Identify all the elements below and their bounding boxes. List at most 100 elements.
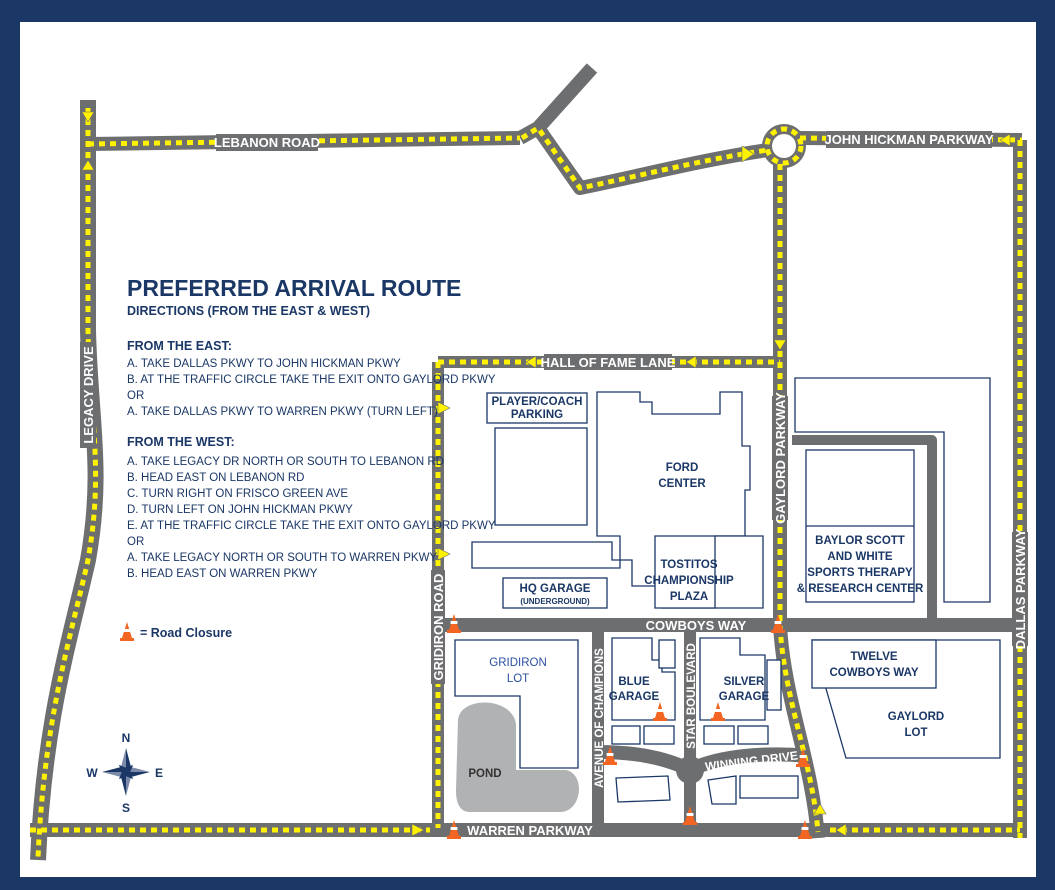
twelve-cowboys-label-1: TWELVE [850, 651, 897, 663]
small-building-3 [703, 725, 735, 745]
tostitos-label-1: TOSTITOS [660, 559, 717, 571]
gridiron-label-bg [431, 570, 445, 684]
legacy-drive-label: LEGACY DRIVE [81, 346, 96, 444]
hickman-label-bg [826, 131, 992, 148]
east-line-1: A. TAKE DALLAS PKWY TO JOHN HICKMAN PKWY [127, 358, 401, 370]
pond-shape [456, 702, 579, 812]
page-subtitle: DIRECTIONS (FROM THE EAST & WEST) [127, 304, 370, 318]
west-line-8: B. HEAD EAST ON WARREN PKWY [127, 568, 318, 580]
avenue-of-champions-label: AVENUE OF CHAMPIONS [594, 648, 606, 788]
west-line-3: C. TURN RIGHT ON FRISCO GREEN AVE [127, 488, 348, 500]
warren-parkway-label: WARREN PARKWAY [467, 823, 593, 838]
traffic-circle-island [772, 134, 796, 158]
west-heading: FROM THE WEST: [127, 435, 235, 449]
john-hickman-label: JOHN HICKMAN PARKWAY [824, 132, 993, 147]
legend-road-closure: = Road Closure [140, 626, 232, 640]
arrow-gaylord-down [773, 339, 787, 351]
west-line-7: A. TAKE LEGACY NORTH OR SOUTH TO WARREN … [127, 552, 437, 564]
arrow-legacy-up [81, 159, 95, 171]
twelve-cowboys-label-2: COWBOYS WAY [829, 667, 918, 679]
blue-garage-label-2: GARAGE [609, 691, 660, 703]
road-labels: LEBANON ROAD JOHN HICKMAN PARKWAY HALL O… [80, 131, 1028, 838]
arrow-gaylord-up [813, 803, 827, 815]
gaylord-label-bg [772, 396, 788, 520]
arrow-hickman-left [999, 133, 1011, 147]
gaylord-lot-label-1: GAYLORD [888, 711, 944, 723]
small-building-7 [739, 775, 799, 799]
star-boulevard-label: STAR BOULEVARD [686, 643, 698, 749]
compass-s: S [122, 801, 130, 815]
gridiron-lot-label-2: LOT [507, 673, 529, 685]
baylor-outer-outline [794, 377, 991, 603]
legacy-label-bg [80, 342, 96, 448]
player-parking-label-1: PLAYER/COACH [492, 396, 583, 408]
baylor-label-4: & RESEARCH CENTER [797, 583, 924, 595]
west-line-4: D. TURN LEFT ON JOHN HICKMAN PKWY [127, 504, 353, 516]
gaylord-lot-label-2: LOT [905, 727, 928, 739]
buildings [454, 377, 1001, 805]
compass-e: E [155, 766, 163, 780]
tostitos-plaza-outline [654, 535, 764, 609]
player-parking-label-2: PARKING [511, 409, 563, 421]
twelve-cowboys-box [811, 639, 937, 689]
gaylord-parkway-label: GAYLORD PARKWAY [773, 392, 788, 524]
page-title: PREFERRED ARRIVAL ROUTE [127, 275, 461, 301]
arrow-warren-right [411, 823, 425, 837]
west-line-2: B. HEAD EAST ON LEBANON RD [127, 472, 304, 484]
baylor-loop-road [792, 435, 937, 625]
hq-garage-label: HQ GARAGE [520, 583, 591, 595]
baylor-label-3: SPORTS THERAPY [807, 567, 913, 579]
hq-garage-sub-label: (UNDERGROUND) [520, 597, 590, 606]
compass-n: N [122, 731, 131, 745]
arrow-gridiron-right-2 [437, 547, 451, 561]
gridiron-road-label: GRIDIRON ROAD [431, 574, 446, 681]
tostitos-label-2: CHAMPIONSHIP [644, 575, 734, 587]
player-parking-box [486, 392, 588, 424]
east-heading: FROM THE EAST: [127, 339, 232, 353]
lebanon-label-bg [216, 134, 318, 151]
dallas-label-bg [1012, 532, 1028, 646]
east-line-3: OR [127, 390, 144, 402]
west-line-5: E. AT THE TRAFFIC CIRCLE TAKE THE EXIT O… [127, 520, 496, 532]
silver-garage-annex [766, 659, 782, 711]
compass-rose-icon: N S E W [86, 731, 163, 815]
silver-garage-building [699, 637, 766, 721]
small-building-1 [611, 725, 641, 745]
hq-garage-box [502, 577, 608, 609]
route-frisco-green [520, 124, 769, 191]
arrow-frisco-right [741, 145, 755, 163]
small-building-2 [643, 725, 675, 745]
arrow-legacy-down [81, 111, 95, 123]
gridiron-lot-outline [454, 639, 579, 769]
place-labels: PLAYER/COACH PARKING FORD CENTER TOSTITO… [468, 396, 944, 780]
compass-w: W [86, 766, 98, 780]
silver-garage-label-1: SILVER [724, 676, 765, 688]
east-line-4: A. TAKE DALLAS PKWY TO WARREN PKWY (TURN… [127, 406, 438, 418]
ford-center-label-2: CENTER [658, 478, 706, 490]
blue-garage-building [611, 637, 676, 721]
arrow-hof-left-1 [525, 355, 537, 369]
arrow-gridiron-right-1 [437, 401, 451, 415]
cowboys-way-label: COWBOYS WAY [646, 618, 747, 633]
route-gaylord [777, 164, 821, 833]
arrow-warren-left [835, 823, 847, 837]
dallas-parkway-label: DALLAS PARKWAY [1013, 528, 1028, 649]
directions-panel: PREFERRED ARRIVAL ROUTE DIRECTIONS (FROM… [120, 275, 496, 641]
baylor-label-2: AND WHITE [827, 551, 892, 563]
gridiron-lot-label-1: GRIDIRON [489, 657, 547, 669]
baylor-label-1: BAYLOR SCOTT [815, 535, 905, 547]
west-line-1: A. TAKE LEGACY DR NORTH OR SOUTH TO LEBA… [127, 456, 444, 468]
blue-garage-label-1: BLUE [618, 676, 650, 688]
east-line-2: B. AT THE TRAFFIC CIRCLE TAKE THE EXIT O… [127, 374, 496, 386]
ford-center-label-1: FORD [666, 462, 699, 474]
tostitos-label-3: PLAZA [670, 591, 708, 603]
small-building-6 [707, 775, 737, 805]
west-line-6: OR [127, 536, 144, 548]
route-arrows [81, 111, 1011, 837]
lebanon-road-label: LEBANON ROAD [214, 135, 320, 150]
pond-label: POND [468, 768, 501, 780]
hof-label-bg [544, 354, 672, 370]
hall-of-fame-label: HALL OF FAME LANE [541, 355, 676, 370]
small-building-5 [615, 775, 671, 803]
